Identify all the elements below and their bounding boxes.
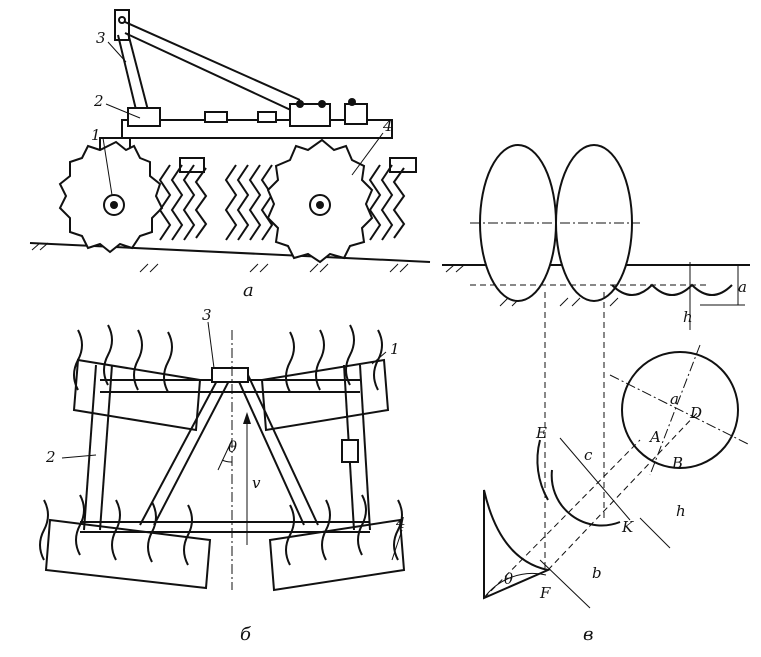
callout-a-3: 3	[96, 29, 106, 47]
front-notched-disc	[58, 140, 164, 254]
point-E: E	[535, 424, 547, 442]
dim-b: b	[592, 564, 602, 582]
dim-c: c	[584, 446, 593, 464]
disc-gang-2	[224, 164, 274, 241]
callout-a-2: 2	[93, 92, 104, 110]
point-F: F	[539, 584, 551, 602]
depth-label-h: h	[683, 308, 693, 326]
gang-lower-left	[44, 518, 212, 590]
callout-b-3: 3	[202, 306, 212, 324]
callout-b-1: 1	[390, 340, 400, 358]
point-a-small: a	[670, 390, 679, 408]
ground-hatch-c	[445, 264, 619, 307]
point-D: D	[689, 404, 702, 422]
panel-c-geometry: a h a D A B E K F c h b θ в	[442, 144, 751, 645]
point-A: A	[648, 428, 661, 446]
ground-hatch-a	[31, 242, 409, 273]
panel-b-plan-view: 1 2 3 4 θ v б	[39, 306, 406, 645]
point-B: B	[671, 454, 683, 472]
panel-a-side-view: 1 2 3 4 а	[29, 9, 431, 301]
point-K: K	[621, 518, 634, 536]
disc-gang-1	[158, 164, 208, 241]
caption-c: в	[583, 624, 593, 645]
callout-a-1: 1	[91, 126, 101, 144]
caption-b: б	[240, 624, 252, 645]
angle-theta-b: θ	[228, 438, 237, 456]
callout-b-2: 2	[45, 448, 56, 466]
dim-h: h	[676, 502, 686, 520]
velocity-v: v	[252, 474, 261, 492]
depth-label-a: a	[738, 278, 747, 296]
rear-notched-disc	[266, 138, 374, 264]
callout-a-4: 4	[382, 117, 393, 135]
gang-upper-right	[260, 358, 390, 432]
gang-lower-right	[268, 518, 406, 592]
disc-blades-b	[39, 324, 403, 566]
callout-b-4: 4	[395, 514, 406, 532]
disc-gang-3	[368, 164, 406, 241]
caption-a: а	[243, 280, 254, 301]
angle-theta-c: θ	[504, 570, 513, 588]
